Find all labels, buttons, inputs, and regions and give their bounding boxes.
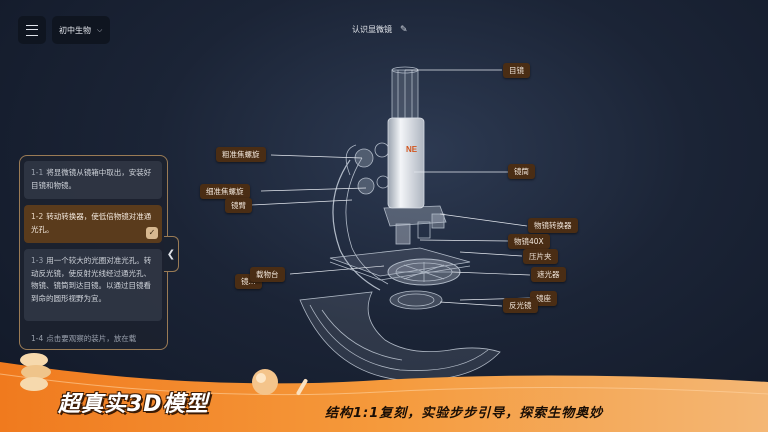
label-eyepiece[interactable]: 目镜 [503, 63, 530, 78]
label-arm[interactable]: 镜臂 [225, 198, 252, 213]
label-stage-clip[interactable]: 压片夹 [523, 249, 558, 264]
sphere-decoration-icon [252, 369, 278, 395]
spring-decoration-icon [20, 353, 51, 391]
subject-value: 初中生物 [59, 25, 91, 35]
label-nosepiece[interactable]: 物镜转换器 [528, 218, 578, 233]
collapse-panel-button[interactable]: ❮ [164, 236, 179, 272]
menu-button[interactable] [18, 16, 46, 44]
banner-subtitle: 结构1:1复刻，实验步步引导，探索生物奥妙 [325, 406, 604, 421]
svg-text:NE: NE [406, 145, 418, 154]
chevron-left-icon: ❮ [166, 248, 176, 260]
hamburger-icon [26, 24, 38, 36]
subject-dropdown[interactable]: 初中生物 ⌵ [52, 16, 110, 44]
checkmark-icon: ✓ [146, 227, 158, 239]
page-title: 认识显微镜 ✎ [352, 24, 408, 35]
label-objective[interactable]: 物镜40X [508, 234, 550, 249]
edit-icon[interactable]: ✎ [400, 24, 408, 35]
label-fine-focus-knob[interactable]: 细准焦螺旋 [200, 184, 250, 199]
banner-title: 超真实3D模型 [58, 392, 209, 417]
promo-banner [0, 353, 768, 432]
label-leader-lines [250, 69, 531, 307]
label-stage[interactable]: 载物台 [250, 267, 285, 282]
microscope-wireframe [299, 66, 501, 381]
chevron-down-icon: ⌵ [97, 25, 103, 34]
microscope-tube [387, 117, 425, 209]
label-diaphragm[interactable]: 遮光器 [531, 267, 566, 282]
stick-decoration-icon [296, 378, 308, 396]
label-tube[interactable]: 镜筒 [508, 164, 535, 179]
label-coarse-focus-knob[interactable]: 粗准焦螺旋 [216, 147, 266, 162]
label-mirror[interactable]: 反光镜 [503, 298, 538, 313]
